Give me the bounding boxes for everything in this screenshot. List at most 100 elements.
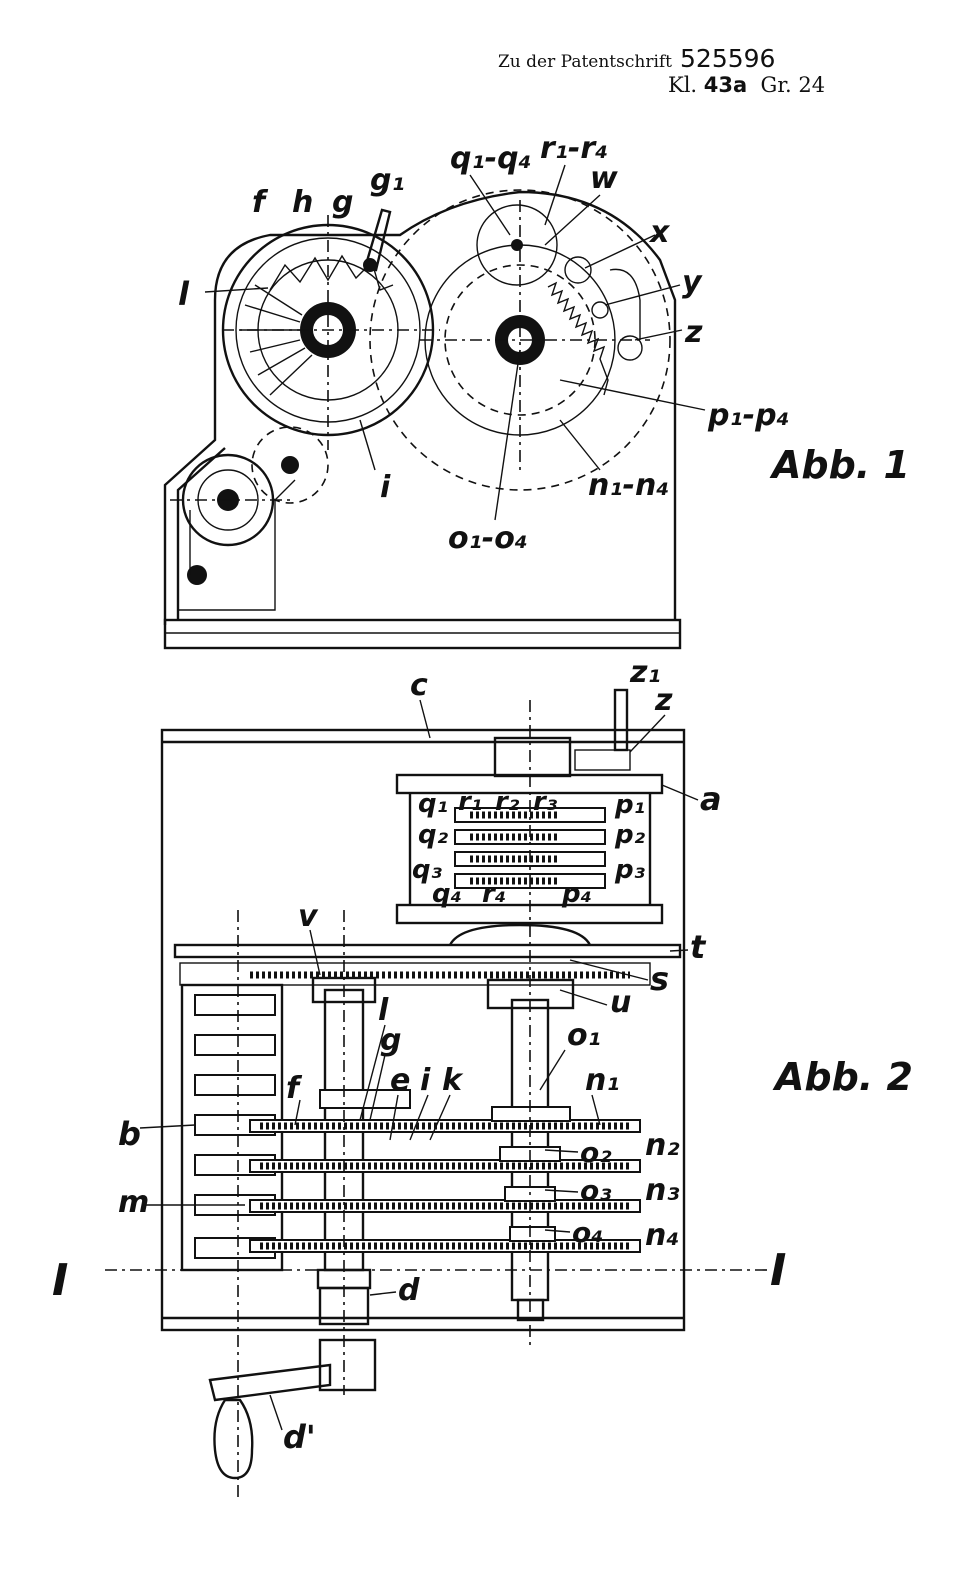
top-hub [493,736,572,778]
base-plate [163,618,682,650]
class-label: Kl. [668,73,698,97]
label-n2: n₂ [645,1128,680,1163]
gear-u [179,962,651,986]
label-o1-o4: o₁-o₄ [448,521,528,556]
idler-gear [251,426,329,504]
figure-2-top-view [105,688,770,1500]
label-p4: p₄ [561,879,592,909]
spring [547,281,609,396]
label-v: v [298,899,319,934]
idler-shaft [281,456,299,474]
pawl-x-pivot [564,256,592,284]
label-z: z [654,683,673,718]
crank-hub [318,1338,377,1392]
figure-2-caption: Abb. 2 [772,1055,913,1099]
section-mark-right: I [770,1245,786,1296]
label-w: w [590,161,618,196]
label-n4: n₄ [645,1218,680,1253]
label-p1-p4: p₁-p₄ [707,398,790,433]
gear-q-shaft [511,239,523,251]
housing-frame [160,728,686,1332]
label-n3: n₃ [645,1173,680,1208]
label-m: m [118,1185,149,1220]
label-f: f [252,185,269,220]
label-z: z [684,315,703,350]
label-r4: r₄ [482,879,506,909]
latch-z [574,749,631,771]
label-x: x [648,215,671,250]
gear-n-pitch-circle [369,189,671,491]
label-z1: z₁ [629,655,661,690]
gear-rows-n [249,1089,641,1253]
guide-roller [187,565,207,585]
label-h: h [292,185,313,220]
label-l: l [378,993,389,1028]
label-p3: p₃ [614,855,646,885]
lever-z-arm [609,268,641,340]
label-k: k [442,1063,464,1098]
housing-outline [163,190,677,625]
hub-under-a [448,923,592,946]
section-mark-left: I [52,1255,68,1306]
label-r1-r4: r₁-r₄ [540,131,608,166]
plate-t [173,943,682,959]
label-e: e [390,1063,410,1098]
label-d: d [398,1273,420,1308]
label-q2: q₂ [418,820,449,850]
label-o2: o₂ [580,1136,612,1169]
label-d-prime: d' [283,1418,316,1456]
label-b: b [118,1115,141,1153]
figure-1-caption: Abb. 1 [769,443,910,487]
bracket-left [178,479,296,611]
label-o3: o₃ [580,1174,612,1207]
label-i: i [380,470,391,505]
crank-handle [213,1398,254,1480]
crank-arm [208,1363,332,1402]
gear-q-circle [476,204,558,286]
label-g: g [332,185,353,220]
label-o4: o₄ [572,1216,604,1249]
label-r2: r₂ [495,787,520,817]
figure-2-labels: c z₁ z a q₁ r₁ r₂ r₃ p₁ q₂ p₂ q₃ q₄ r₄ p… [52,655,913,1456]
label-f: f [286,1071,303,1106]
label-i: i [420,1063,431,1098]
label-g: g [380,1023,401,1058]
label-t: t [690,928,707,966]
label-y: y [682,265,703,300]
pin-z1 [613,688,629,752]
label-q4: q₄ [432,879,462,909]
dial-segments [240,284,313,396]
patent-reference-text: Zu der Patentschrift [498,52,673,72]
figure-1-side-view [163,189,682,650]
figure-1-labels: f h g g₁ l i q₁-q₄ r₁-r₄ w x y z p₁-p₄ n… [178,131,910,556]
label-n1-n4: n₁-n₄ [588,468,669,503]
label-r3: r₃ [533,787,558,817]
group-label: Gr. 24 [760,73,826,97]
label-q1-q4: q₁-q₄ [450,141,532,176]
label-q1: q₁ [418,789,448,819]
label-n1: n₁ [585,1063,620,1098]
patent-header-line2: Kl. 43a Gr. 24 [668,73,825,97]
lever-pivot [363,258,377,272]
figure-2-leader-lines [139,699,699,1431]
label-q3: q₃ [412,855,443,885]
patent-number: 525596 [680,44,776,73]
label-s: s [650,960,669,998]
pin-z [617,335,643,361]
label-p2: p₂ [614,820,646,850]
housing-inner-edge [176,447,226,620]
label-u: u [610,985,631,1020]
pawl-y [591,301,609,319]
ratchet-teeth [269,254,394,291]
label-r1: r₁ [458,787,482,817]
label-c: c [410,668,428,703]
label-p1: p₁ [614,790,645,820]
label-g1: g₁ [370,163,405,198]
figure-1-leader-lines [204,164,706,521]
label-l: l [178,275,190,313]
label-a: a [700,780,722,818]
label-o1: o₁ [567,1018,601,1053]
class-value: 43a [703,73,748,97]
